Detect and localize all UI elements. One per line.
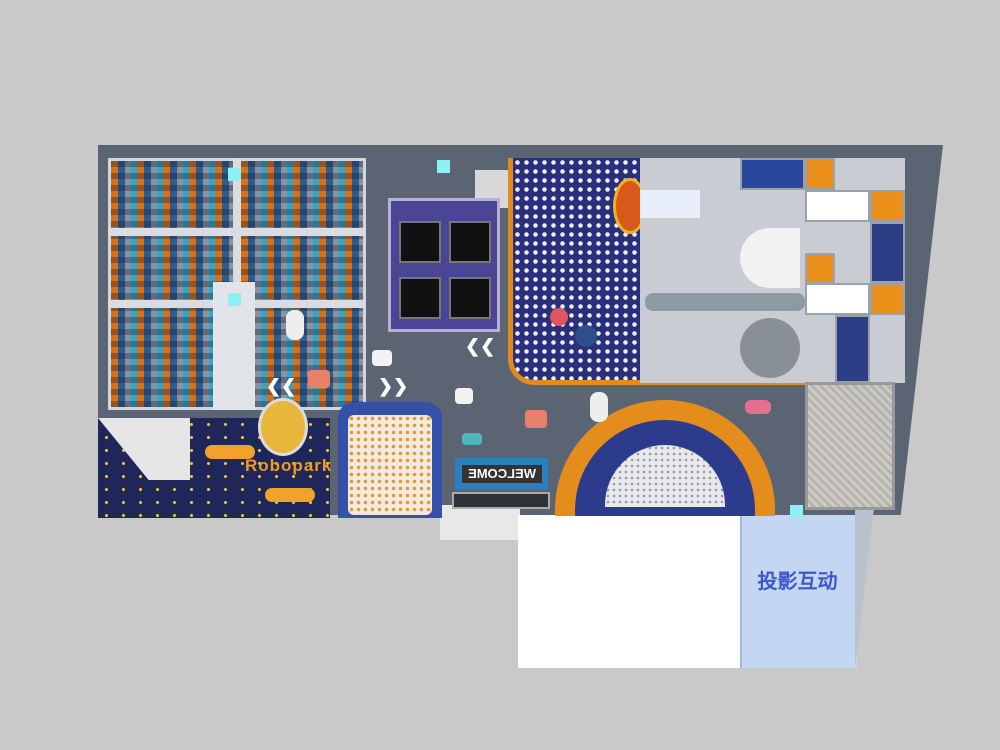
robopark-logo: Robopark	[245, 456, 333, 475]
chevron-arrow-icon: ❯❯	[378, 376, 409, 396]
panel	[870, 190, 905, 222]
panel	[805, 253, 835, 283]
panel	[870, 222, 905, 283]
projection-zone[interactable]	[740, 515, 857, 668]
planet-decoration	[575, 325, 597, 347]
chevron-arrow-icon: ❮❮	[266, 376, 297, 396]
projection-zone-label: 投影互动	[757, 571, 838, 593]
tube-slide[interactable]	[645, 293, 805, 311]
ride-on-car[interactable]	[462, 433, 482, 445]
trampoline-pad[interactable]	[399, 221, 441, 263]
trampoline-pad[interactable]	[449, 277, 491, 319]
ride-on-car[interactable]	[308, 370, 330, 388]
ride-on-car[interactable]	[455, 388, 473, 404]
ride-on-car[interactable]	[745, 400, 771, 414]
airplane-panel	[640, 190, 700, 218]
slide-top	[740, 228, 800, 288]
welcome-sign: WELCOME	[462, 465, 542, 483]
trampoline-pad[interactable]	[399, 277, 441, 319]
trampoline-area[interactable]	[388, 198, 500, 332]
orange-bench	[205, 445, 255, 459]
ride-on-car[interactable]	[372, 350, 392, 366]
cyan-post	[228, 293, 241, 306]
spiral-slide[interactable]	[740, 318, 800, 378]
ride-on-car[interactable]	[525, 410, 547, 428]
side-wall	[855, 500, 875, 668]
trampoline-pad[interactable]	[449, 221, 491, 263]
portal-gate[interactable]	[258, 398, 308, 456]
porthole-panel	[805, 190, 870, 222]
panel	[835, 315, 870, 383]
porthole-panel	[805, 283, 870, 315]
astronaut-figure	[590, 392, 608, 422]
planet-decoration	[550, 308, 568, 326]
orange-bench	[265, 488, 315, 502]
entrance-base	[440, 505, 520, 540]
climbing-net[interactable]	[805, 382, 895, 510]
play-structure[interactable]	[640, 158, 905, 383]
annex-white-area	[518, 515, 740, 668]
rocket-panel	[740, 158, 805, 190]
panel	[870, 283, 905, 315]
chevron-arrow-icon: ❮❮	[465, 336, 496, 356]
cyan-post	[437, 160, 450, 173]
ball-pool[interactable]	[348, 415, 432, 515]
reception-desk	[452, 492, 550, 509]
cyan-post	[790, 505, 803, 518]
cyan-post	[228, 168, 241, 181]
astronaut-figure	[286, 310, 304, 340]
panel	[805, 158, 835, 190]
